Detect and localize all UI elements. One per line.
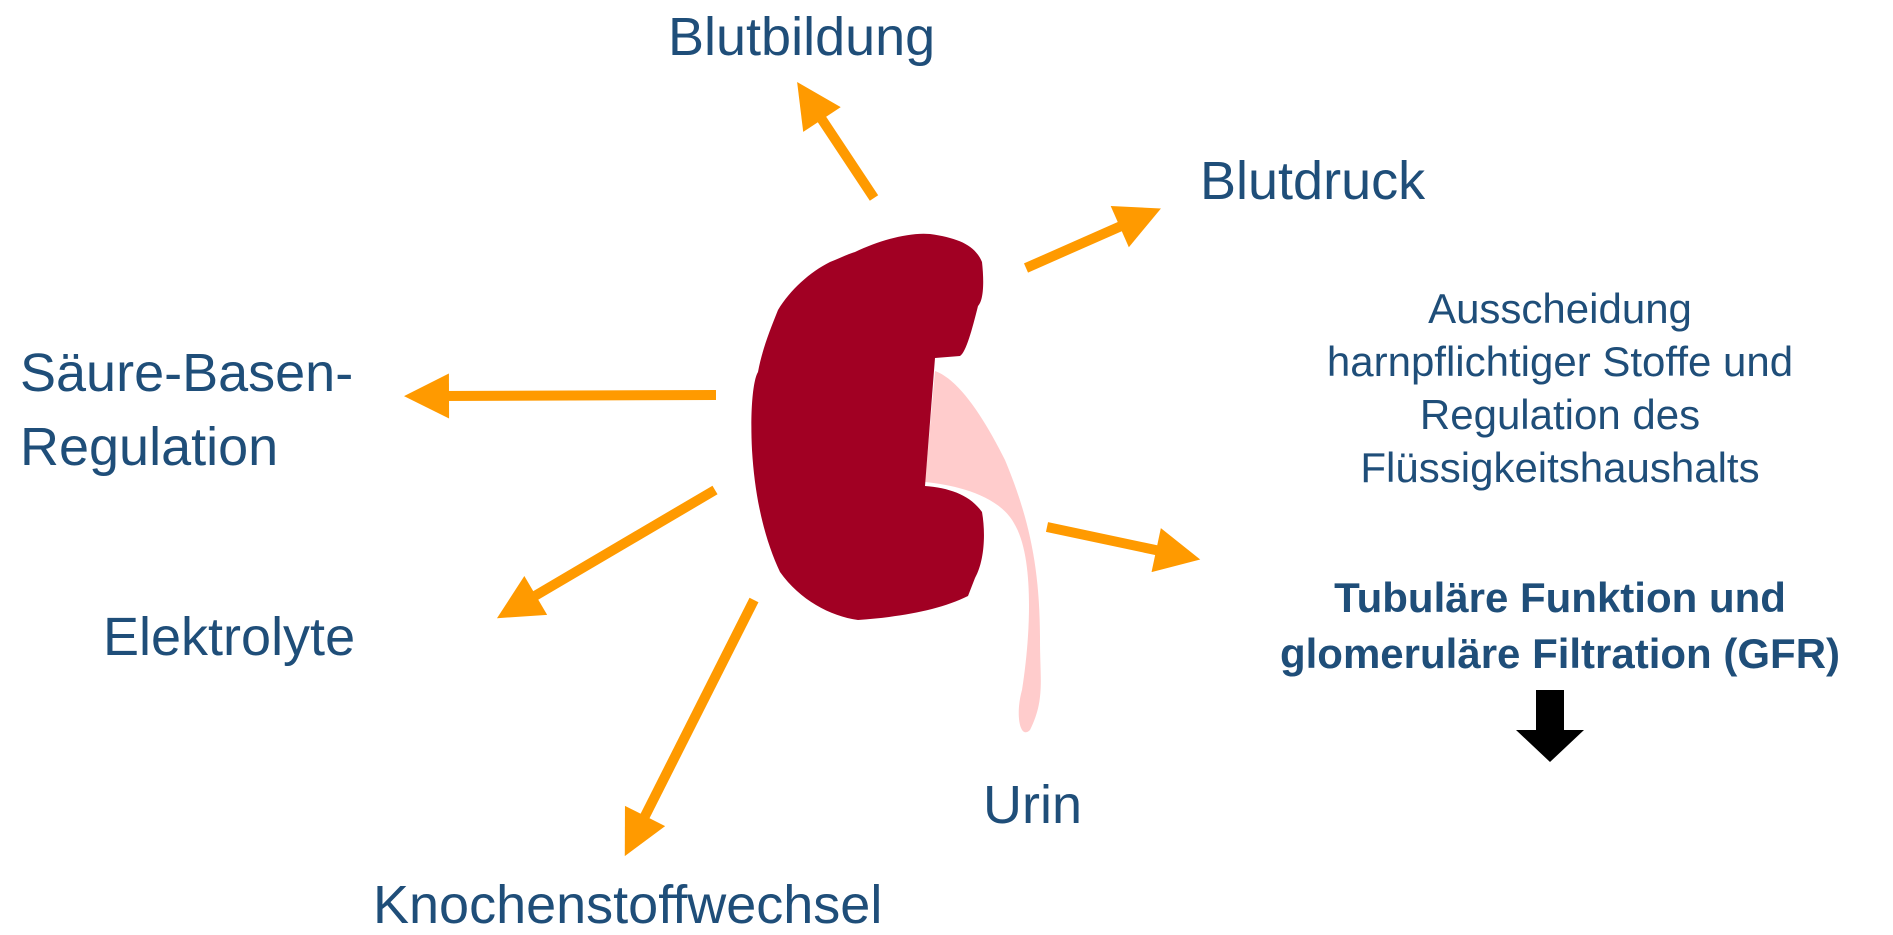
label-ausscheidung-line1: Ausscheidung <box>1240 282 1880 335</box>
label-ausscheidung: Ausscheidung harnpflichtiger Stoffe und … <box>1240 282 1880 494</box>
label-elektrolyte: Elektrolyte <box>103 610 355 664</box>
label-urin: Urin <box>983 778 1082 832</box>
arrow-blutbildung <box>817 112 874 198</box>
arrow-saeure-basen <box>440 395 716 396</box>
arrow-down-icon <box>1516 690 1584 762</box>
label-ausscheidung-line4: Flüssigkeitshaushalts <box>1240 441 1880 494</box>
arrow-knochenstoffwechsel <box>641 600 754 824</box>
label-tubulaere-funktion-gfr: Tubuläre Funktion und glomeruläre Filtra… <box>1220 570 1893 682</box>
arrow-ausscheidung <box>1047 527 1165 552</box>
label-saeure-line1: Säure-Basen- <box>20 336 353 410</box>
arrow-elektrolyte <box>528 490 715 600</box>
label-blutdruck: Blutdruck <box>1200 154 1425 208</box>
arrow-blutdruck <box>1026 223 1128 268</box>
label-tubulaer-line1: Tubuläre Funktion und <box>1220 570 1893 626</box>
label-ausscheidung-line2: harnpflichtiger Stoffe und <box>1240 335 1880 388</box>
label-saeure-line2: Regulation <box>20 410 353 484</box>
label-saeure-basen-regulation: Säure-Basen- Regulation <box>20 336 353 484</box>
label-tubulaer-line2: glomeruläre Filtration (GFR) <box>1220 626 1893 682</box>
label-ausscheidung-line3: Regulation des <box>1240 388 1880 441</box>
label-blutbildung: Blutbildung <box>668 10 935 64</box>
label-knochenstoffwechsel: Knochenstoffwechsel <box>373 878 882 932</box>
